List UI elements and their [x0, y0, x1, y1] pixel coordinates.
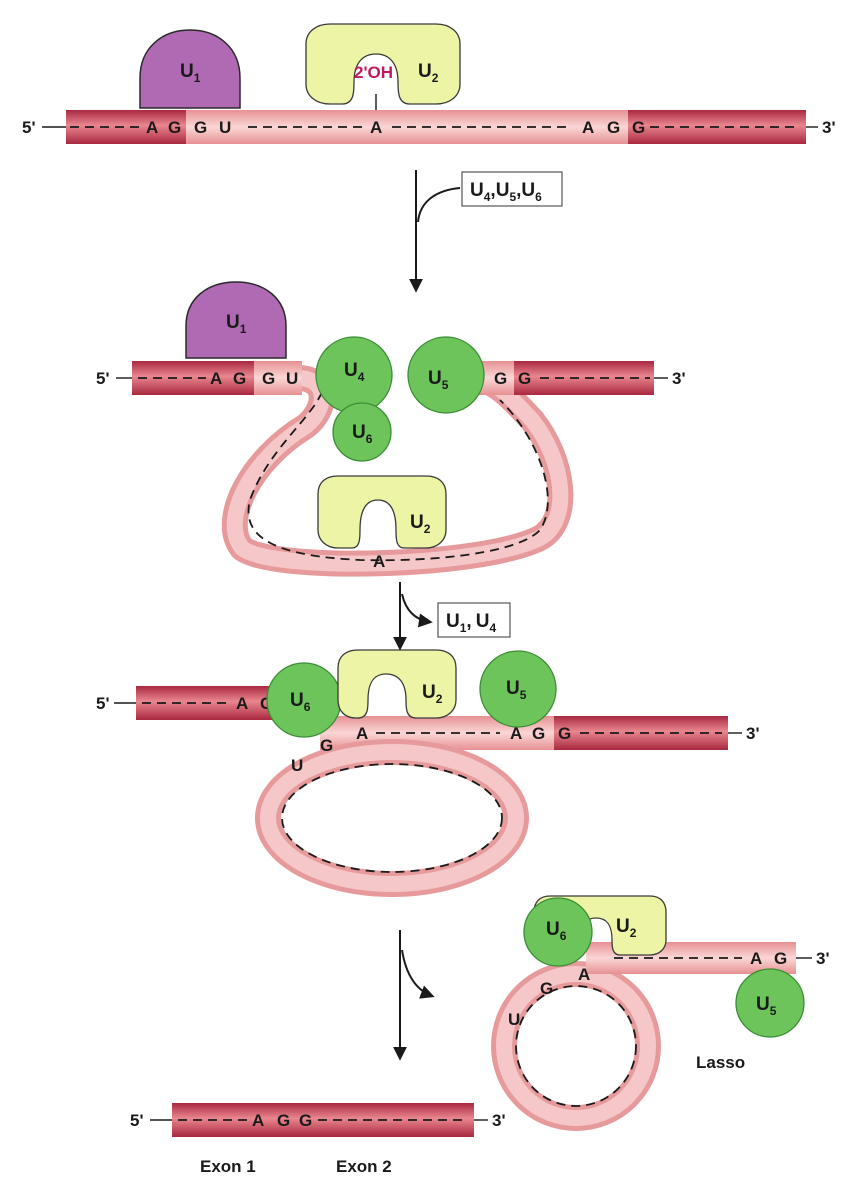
base-g: G: [262, 369, 275, 388]
branch-point-a: A: [356, 724, 368, 743]
step-1-factor-box: [461, 171, 563, 207]
base-a: A: [236, 694, 248, 713]
u1-label: U1: [226, 312, 247, 336]
u1-snrnp: [185, 281, 287, 359]
label-5prime: 5': [22, 118, 36, 137]
label-3prime: 3': [492, 1111, 506, 1130]
base-a: A: [146, 118, 158, 137]
u5-snrnp: [407, 336, 485, 414]
u2-snrnp: [337, 649, 457, 719]
intron-start: [254, 361, 302, 395]
label-3prime: 3': [816, 949, 830, 968]
intron-loop-dash: [281, 763, 503, 873]
u6-label: U6: [546, 919, 567, 943]
u1-snrnp: [139, 29, 241, 109]
step-2-factors: U1,U4: [446, 611, 496, 635]
base-a: A: [510, 724, 522, 743]
intron-loop-dash: [247, 391, 549, 562]
label-5prime: 5': [96, 694, 110, 713]
u4-label: U4: [344, 360, 365, 384]
intron-loop-inner: [260, 744, 524, 892]
base-g: G: [774, 949, 787, 968]
u2-label: U2: [422, 682, 443, 706]
branch-point-a: A: [578, 965, 590, 984]
u5-snrnp: [479, 650, 557, 728]
base-a: A: [210, 369, 222, 388]
stage-5-spliced: 5' 3' A G G Exon 1 Exon 2: [130, 1103, 506, 1176]
u2-label: U2: [616, 916, 637, 940]
u5-snrnp: [735, 968, 805, 1038]
label-3prime: 3': [746, 724, 760, 743]
base-g: G: [233, 369, 246, 388]
base-u: U: [219, 118, 231, 137]
base-a: A: [252, 1111, 264, 1130]
stage-1: 5' 3' A G G U A A G G U1 2'OH U2: [22, 23, 836, 144]
base-g: G: [518, 369, 531, 388]
curved-arrow-icon: [417, 187, 461, 223]
intron-loop-inner: [226, 370, 569, 572]
u6-snrnp: [332, 402, 392, 462]
base-g: G: [494, 369, 507, 388]
curved-arrow-icon: [401, 593, 433, 628]
step-2-arrow: U1,U4: [393, 582, 511, 651]
u6-label: U6: [290, 690, 311, 714]
u1-label: U1: [180, 61, 201, 85]
base-g: G: [299, 1111, 312, 1130]
base-g: G: [168, 118, 181, 137]
exon-1-bar: [172, 1103, 294, 1137]
u2-snrnp: [305, 23, 461, 105]
curved-arrow-icon: [401, 949, 435, 999]
base-a: A: [750, 949, 762, 968]
u2-snrnp: [317, 475, 447, 549]
step-1-factors: U4,U5,U6: [470, 180, 542, 204]
step-2-factor-box: [437, 602, 511, 638]
label-3prime: 3': [672, 369, 686, 388]
base-g: G: [632, 118, 645, 137]
base-g: G: [277, 1111, 290, 1130]
u6-snrnp: [523, 897, 593, 967]
hydroxyl-label: 2'OH: [354, 63, 393, 82]
base-g: G: [558, 724, 571, 743]
stage-3: 5' 3' A G A A G G G U U6 U2 U5: [96, 649, 760, 897]
base-g: G: [194, 118, 207, 137]
u2-label: U2: [410, 512, 431, 536]
branch-point-a: A: [373, 552, 385, 571]
step-3-arrow: [393, 930, 435, 1061]
base-a: A: [582, 118, 594, 137]
exon-1-label: Exon 1: [200, 1157, 256, 1176]
exon-2-label: Exon 2: [336, 1157, 392, 1176]
exon-1-bar: [132, 361, 254, 395]
base-u: U: [286, 369, 298, 388]
u5-label: U5: [506, 678, 527, 702]
stage-2: 5' 3' A G G U A G G A U1 U4 U6 U5 U2: [96, 281, 686, 577]
u5-label: U5: [428, 368, 449, 392]
base-g: G: [540, 979, 553, 998]
lasso-loop-dash: [515, 985, 637, 1107]
base-u: U: [508, 1010, 520, 1029]
stage-4-lasso: 3' A G A G U U2 U6 U5 Lasso: [491, 895, 830, 1131]
u2-label: U2: [418, 61, 439, 85]
base-g: G: [607, 118, 620, 137]
u6-label: U6: [352, 422, 373, 446]
lasso-loop-inner: [496, 966, 656, 1126]
step-1-arrow: U4,U5,U6: [409, 170, 563, 293]
lasso-label: Lasso: [696, 1053, 745, 1072]
base-g: G: [532, 724, 545, 743]
label-3prime: 3': [822, 118, 836, 137]
base-u: U: [291, 756, 303, 775]
branch-point-a: A: [370, 118, 382, 137]
u5-label: U5: [756, 994, 777, 1018]
label-5prime: 5': [130, 1111, 144, 1130]
base-g: G: [320, 736, 333, 755]
label-5prime: 5': [96, 369, 110, 388]
